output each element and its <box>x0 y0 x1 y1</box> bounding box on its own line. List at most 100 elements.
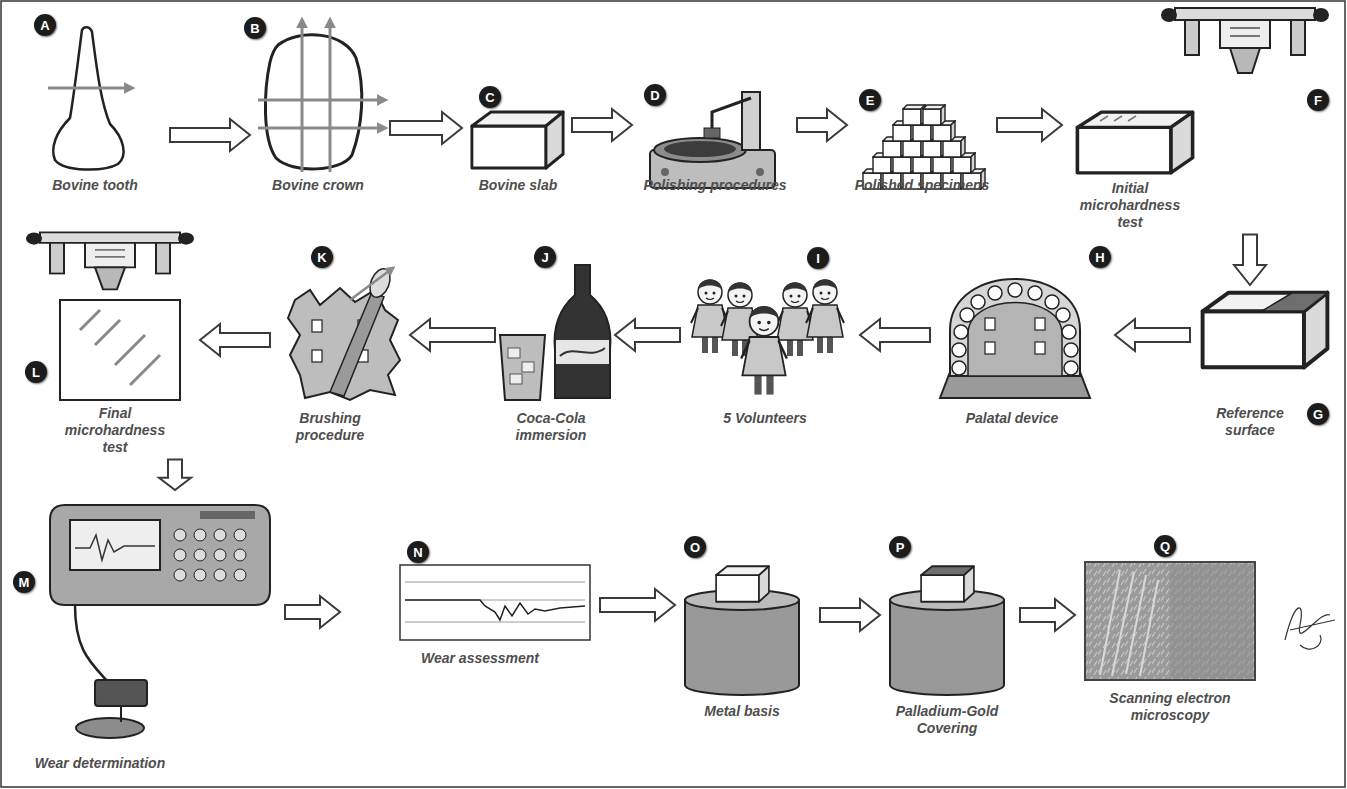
coca-cola-drawing <box>510 374 522 384</box>
step-caption: Initial microhardness test <box>1070 180 1190 230</box>
palatal-device-drawing <box>988 286 1002 300</box>
caption-slot: Wear determination <box>15 755 185 772</box>
palatal-device-drawing <box>1062 325 1076 339</box>
profilometer-drawing <box>234 549 246 561</box>
step-letter-badge: O <box>684 536 706 558</box>
profilometer-drawing <box>174 529 186 541</box>
bovine-tooth-drawing <box>48 27 132 169</box>
flow-arrow <box>572 109 632 141</box>
step-caption: Bovine crown <box>253 177 383 194</box>
specimen-pyramid-drawing <box>863 105 985 189</box>
step-panel: Wear assessment N <box>340 535 600 675</box>
gold-covering-drawing <box>921 566 974 601</box>
caption-slot: Coca-Cola immersion <box>496 410 606 444</box>
polishing-machine-drawing <box>704 128 720 138</box>
profilometer-drawing <box>234 529 246 541</box>
brushing-drawing <box>312 320 322 332</box>
wear-chart-drawing <box>400 565 590 640</box>
volunteers-drawing <box>806 280 844 354</box>
step-letter: G <box>1313 408 1323 421</box>
final-microhardness-drawing <box>26 232 194 289</box>
step-letter-badge: N <box>407 541 429 563</box>
step-panel: 5 VolunteersI <box>680 245 860 445</box>
palatal-device-drawing <box>1064 343 1078 357</box>
step-caption: Wear determination <box>15 755 185 772</box>
step-caption: Polishing procedures <box>635 177 795 194</box>
flow-arrow <box>410 319 495 351</box>
step-letter-badge: J <box>534 246 556 268</box>
flow-arrow <box>997 109 1062 141</box>
final-microhardness-drawing <box>60 300 180 400</box>
brushing-drawing <box>288 266 400 400</box>
initial-microhardness-drawing <box>1114 116 1122 121</box>
flow-arrow <box>170 119 250 151</box>
step-panel: Reference surface G <box>1190 285 1340 455</box>
profilometer-drawing <box>194 529 206 541</box>
step-panel: Metal basisO <box>675 530 820 724</box>
bovine-crown-drawing <box>265 35 361 169</box>
palatal-device-drawing <box>940 279 1090 398</box>
volunteers-drawing <box>691 280 844 395</box>
step-letter-badge: K <box>311 246 333 268</box>
signature-drawing <box>1285 608 1335 649</box>
sem-image-drawing <box>1100 570 1158 676</box>
flow-arrow <box>615 319 680 351</box>
step-letter-badge: L <box>25 361 47 383</box>
step-caption: Palatal device <box>937 410 1087 427</box>
step-letter: A <box>40 19 49 32</box>
step-panel: Scanning electron microscopyQ <box>1075 530 1265 730</box>
reference-surface-drawing <box>1262 293 1327 311</box>
caption-slot: Brushing procedure <box>270 410 390 444</box>
profilometer-drawing <box>214 549 226 561</box>
caption-slot: Palatal device <box>937 410 1087 427</box>
step-letter: J <box>541 251 548 264</box>
polishing-machine-drawing <box>664 141 736 157</box>
flow-arrow <box>860 319 930 351</box>
profilometer-drawing <box>194 569 206 581</box>
profilometer-drawing <box>174 569 186 581</box>
gold-covering-drawing <box>890 600 1004 695</box>
final-microhardness-drawing <box>80 310 100 330</box>
coca-cola-drawing <box>522 362 534 372</box>
palatal-device-drawing <box>950 279 1080 376</box>
step-letter: C <box>485 91 494 104</box>
metal-basis-drawing <box>716 566 769 601</box>
step-letter-badge: H <box>1089 246 1111 268</box>
initial-microhardness-drawing <box>1128 116 1136 121</box>
step-panel: Palatal device H <box>930 245 1115 445</box>
caption-slot: 5 Volunteers <box>690 410 840 427</box>
bovine-crown-drawing <box>258 20 385 172</box>
caption-slot: Reference surface <box>1205 405 1295 439</box>
palatal-device-drawing <box>968 303 1062 377</box>
caption-slot: Wear assessment <box>390 650 570 667</box>
caption-slot: Bovine crown <box>253 177 383 194</box>
final-microhardness-drawing <box>26 232 194 400</box>
step-caption: Brushing procedure <box>270 410 390 444</box>
palatal-device-drawing <box>960 308 974 322</box>
profilometer-drawing <box>95 680 147 706</box>
final-microhardness-drawing <box>95 320 120 345</box>
polishing-machine-drawing <box>650 92 775 188</box>
profilometer-drawing <box>50 505 270 605</box>
step-panel: Palladium-Gold CoveringP <box>880 530 1020 741</box>
bovine-slab-drawing <box>472 112 563 168</box>
brushing-drawing <box>288 288 400 400</box>
polishing-machine-drawing <box>756 168 764 176</box>
palatal-device-drawing <box>954 325 968 339</box>
initial-microhardness-drawing <box>1161 8 1329 73</box>
specimen-pyramid-drawing <box>903 105 925 125</box>
palatal-device-drawing <box>952 343 966 357</box>
step-panel: Final microhardness testL <box>15 225 200 459</box>
step-caption: Bovine tooth <box>35 177 155 194</box>
profilometer-drawing <box>194 549 206 561</box>
profilometer-drawing <box>214 569 226 581</box>
step-letter: P <box>896 541 905 554</box>
profilometer-drawing <box>234 569 246 581</box>
polishing-machine-drawing <box>712 98 751 130</box>
step-letter-badge: D <box>644 84 666 106</box>
step-caption: 5 Volunteers <box>690 410 840 427</box>
sem-image-drawing <box>1085 562 1255 680</box>
step-panel: Wear determinationM <box>10 490 285 782</box>
flow-arrow <box>1234 234 1266 285</box>
